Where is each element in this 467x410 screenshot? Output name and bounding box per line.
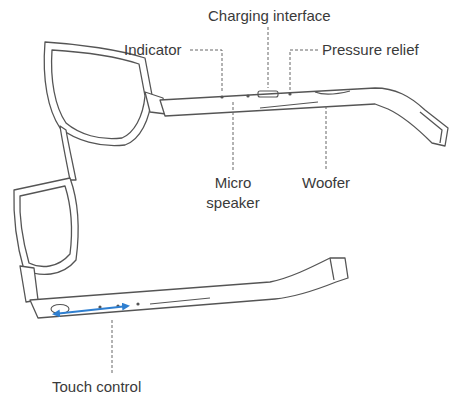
part-label: Touch control <box>52 377 141 397</box>
part-label: Micro speaker <box>202 173 264 213</box>
part-label: Pressure relief <box>322 40 419 60</box>
part-label: Woofer <box>302 173 350 193</box>
part-label: Charging interface <box>208 6 331 26</box>
part-label: Indicator <box>124 40 182 60</box>
